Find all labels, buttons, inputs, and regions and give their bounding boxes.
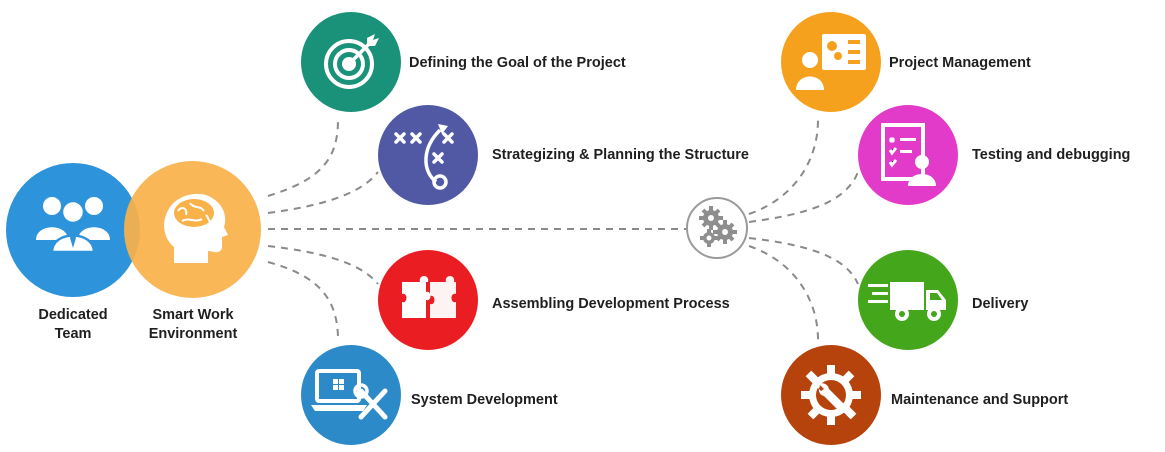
testing-circle (858, 105, 958, 205)
dedicated-team-circle (6, 163, 140, 297)
puzzle-icon (402, 276, 456, 318)
connector-strategy (267, 171, 379, 214)
brain-head-icon (164, 193, 228, 263)
connector-pm (748, 119, 819, 215)
pm-label: Project Management (889, 55, 1031, 71)
delivery-label: Delivery (972, 296, 1029, 312)
wrench-gear-icon (801, 365, 861, 425)
hub-circle (686, 197, 748, 259)
system-label: System Development (411, 392, 558, 408)
connector-assembly (267, 245, 379, 285)
connector-goal (267, 119, 339, 197)
team-icon (36, 197, 110, 254)
checklist-user-icon (881, 123, 936, 186)
connector-maintenance (748, 245, 819, 341)
gears-icon (699, 206, 737, 247)
target-icon (324, 34, 379, 89)
goal-label: Defining the Goal of the Project (409, 55, 626, 71)
connector-system (267, 261, 339, 341)
truck-icon (868, 282, 946, 321)
laptop-tools-icon (311, 369, 388, 420)
maintenance-label: Maintenance and Support (891, 392, 1069, 408)
connector-delivery (748, 237, 859, 285)
manager-board-icon (796, 34, 866, 90)
connector-testing (748, 171, 859, 223)
assembly-label: Assembling Development Process (492, 296, 730, 312)
strategy-play-icon (394, 124, 454, 190)
testing-label: Testing and debugging (972, 147, 1131, 163)
strategy-label: Strategizing & Planning the Structure (492, 147, 749, 163)
